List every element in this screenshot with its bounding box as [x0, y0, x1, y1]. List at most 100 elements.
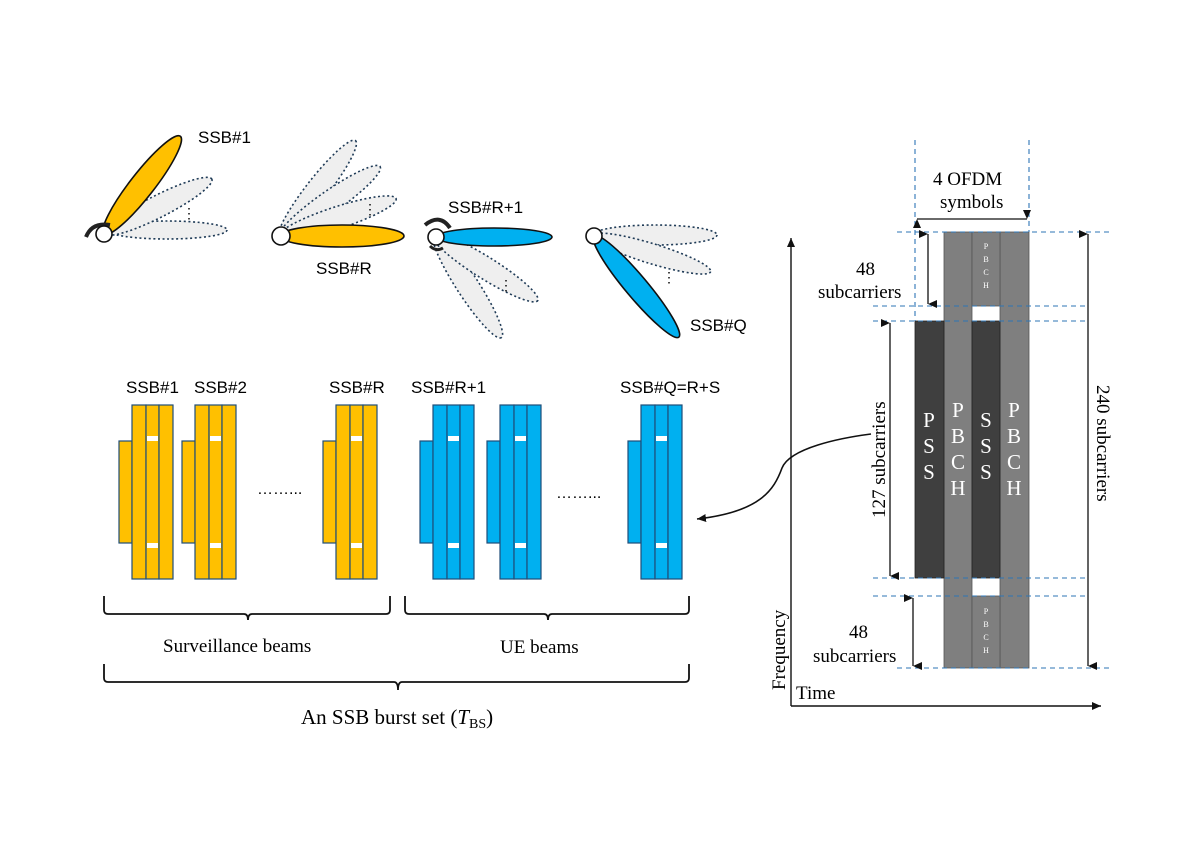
column-letter: H	[1006, 476, 1021, 500]
gap-mark	[448, 543, 459, 548]
brace-ue	[404, 596, 690, 621]
column-letter: P	[984, 607, 989, 616]
pbch-column-2	[999, 231, 1030, 669]
label-surveillance-beams: Surveillance beams	[163, 636, 311, 657]
column-letter: P	[1008, 398, 1020, 422]
ssbR1-beam	[435, 227, 553, 247]
gap-mark	[656, 543, 667, 548]
column-letter: C	[1007, 450, 1021, 474]
brace-surveillance	[103, 596, 391, 621]
label-ssb1-block: SSB#1	[126, 378, 179, 397]
gap-mark	[515, 436, 526, 441]
antenna-origin	[585, 227, 603, 245]
label-ssbQ-top: SSB#Q	[690, 316, 747, 335]
sss-bar	[654, 404, 669, 580]
label-ssb2-block: SSB#2	[194, 378, 247, 397]
ellipsis-icon: ⋮	[182, 205, 196, 221]
gap-mark	[147, 543, 158, 548]
column-letter: S	[980, 434, 992, 458]
label-127-subcarriers: 127 subcarriers	[869, 401, 890, 518]
ellipsis-icon: ⋮	[662, 269, 676, 285]
ssb-block-2	[181, 404, 237, 580]
pss-column	[914, 320, 945, 579]
column-letter: S	[980, 408, 992, 432]
column-letter: C	[983, 268, 988, 277]
beam-group-1: SSB#1 ⋮	[84, 128, 251, 243]
pbch-bar	[459, 404, 475, 580]
gap-mark	[210, 436, 221, 441]
pss-bar	[627, 440, 642, 544]
beam-group-2: SSB#R ⋮	[271, 139, 405, 278]
pbch-bottom-small	[971, 595, 1001, 669]
label-bot48: 48	[849, 622, 868, 643]
sweep-arrow-icon	[428, 244, 444, 252]
beam-group-3: SSB#R+1 ⋮	[423, 198, 553, 339]
ellipsis-icon: ⋮	[499, 277, 513, 293]
label-frequency: Frequency	[769, 609, 790, 690]
column-letter: B	[983, 255, 988, 264]
gap-mark	[448, 436, 459, 441]
pbch-bar	[362, 404, 378, 580]
dots-right: ……...	[556, 485, 601, 502]
dots-left: ……...	[257, 481, 302, 498]
sweep-arrow-icon	[84, 222, 111, 238]
label-ssbR-top: SSB#R	[316, 259, 372, 278]
column-letter: H	[950, 476, 965, 500]
label-ofdm-line1: 4 OFDM	[933, 169, 1002, 190]
pbch-bar	[194, 404, 210, 580]
sss-bar	[446, 404, 461, 580]
pss-bar	[118, 440, 133, 544]
label-top48-sub: subcarriers	[818, 282, 901, 303]
column-letter: H	[983, 646, 989, 655]
label-burst-set: An SSB burst set (TBS)	[301, 705, 493, 732]
ssb-block-R	[322, 404, 378, 580]
brace-burst-set	[103, 664, 690, 691]
label-ssb1-top: SSB#1	[198, 128, 251, 147]
ssb-block-R1	[419, 404, 475, 580]
pss-bar	[322, 440, 337, 544]
label-ssbR-block: SSB#R	[329, 378, 385, 397]
label-ssbR1-block: SSB#R+1	[411, 378, 486, 397]
sss-letters: SSS	[980, 408, 992, 484]
label-bot48-sub: subcarriers	[813, 646, 896, 667]
column-letter: C	[983, 633, 988, 642]
column-letter: S	[980, 460, 992, 484]
pbch-bar	[499, 404, 515, 580]
ssbR-beam	[279, 224, 405, 248]
pss-bar	[419, 440, 434, 544]
ssb-block-R2	[486, 404, 542, 580]
column-letter: S	[923, 434, 935, 458]
antenna-origin	[427, 228, 445, 246]
column-letter: P	[984, 242, 989, 251]
gap-mark	[210, 543, 221, 548]
beam-group-4: SSB#Q ⋮	[585, 224, 747, 339]
pbch-bar	[221, 404, 237, 580]
pss-bar	[486, 440, 501, 544]
pbch-bar	[640, 404, 656, 580]
gap-mark	[351, 436, 362, 441]
label-time: Time	[796, 683, 835, 704]
zoom-arrow	[696, 433, 872, 522]
gap-mark	[147, 436, 158, 441]
gap-mark	[351, 543, 362, 548]
label-240-subcarriers: 240 subcarriers	[1092, 385, 1113, 502]
sweep-arrow-icon	[423, 217, 452, 230]
gap-mark	[656, 436, 667, 441]
column-letter: B	[1007, 424, 1021, 448]
ssb-block-Q	[627, 404, 683, 580]
column-letter: H	[983, 281, 989, 290]
gap-mark	[515, 543, 526, 548]
column-letter: P	[952, 398, 964, 422]
pbch-bar	[526, 404, 542, 580]
pbch-bar	[667, 404, 683, 580]
label-ssbQ-block: SSB#Q=R+S	[620, 378, 720, 397]
column-letter: B	[983, 620, 988, 629]
label-ofdm-line2: symbols	[940, 192, 1003, 213]
pss-bar	[181, 440, 196, 544]
antenna-origin	[271, 226, 291, 246]
